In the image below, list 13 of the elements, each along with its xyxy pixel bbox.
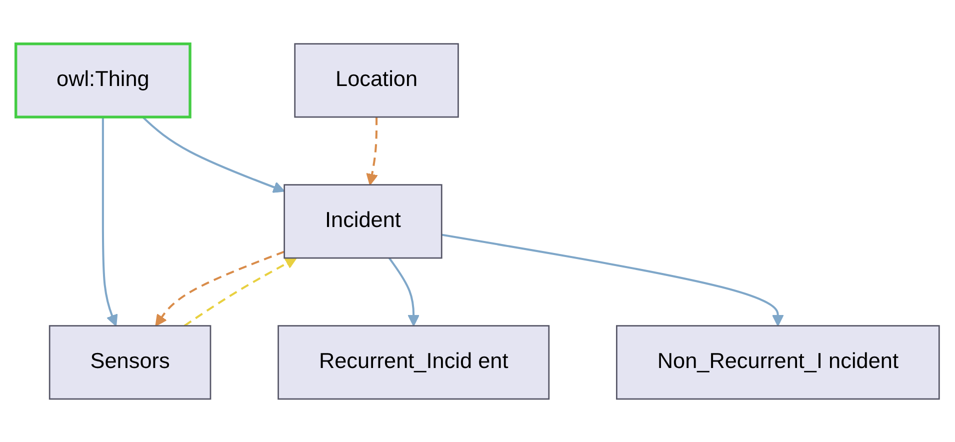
node-box: owl:Thing	[14, 42, 192, 118]
arrow	[366, 116, 378, 185]
arrow	[155, 250, 285, 326]
node-box: Sensors	[48, 324, 212, 400]
node-box: Recurrent_Incid ent	[278, 324, 550, 400]
node-box: Incident	[284, 184, 442, 258]
node-box: Non_Recurrent_I ncident	[616, 324, 940, 400]
arrow	[184, 257, 297, 326]
arrow	[142, 116, 285, 192]
arrow	[102, 116, 118, 326]
node-box: Location	[294, 42, 459, 118]
arrow	[388, 257, 420, 326]
arrow	[441, 233, 784, 326]
